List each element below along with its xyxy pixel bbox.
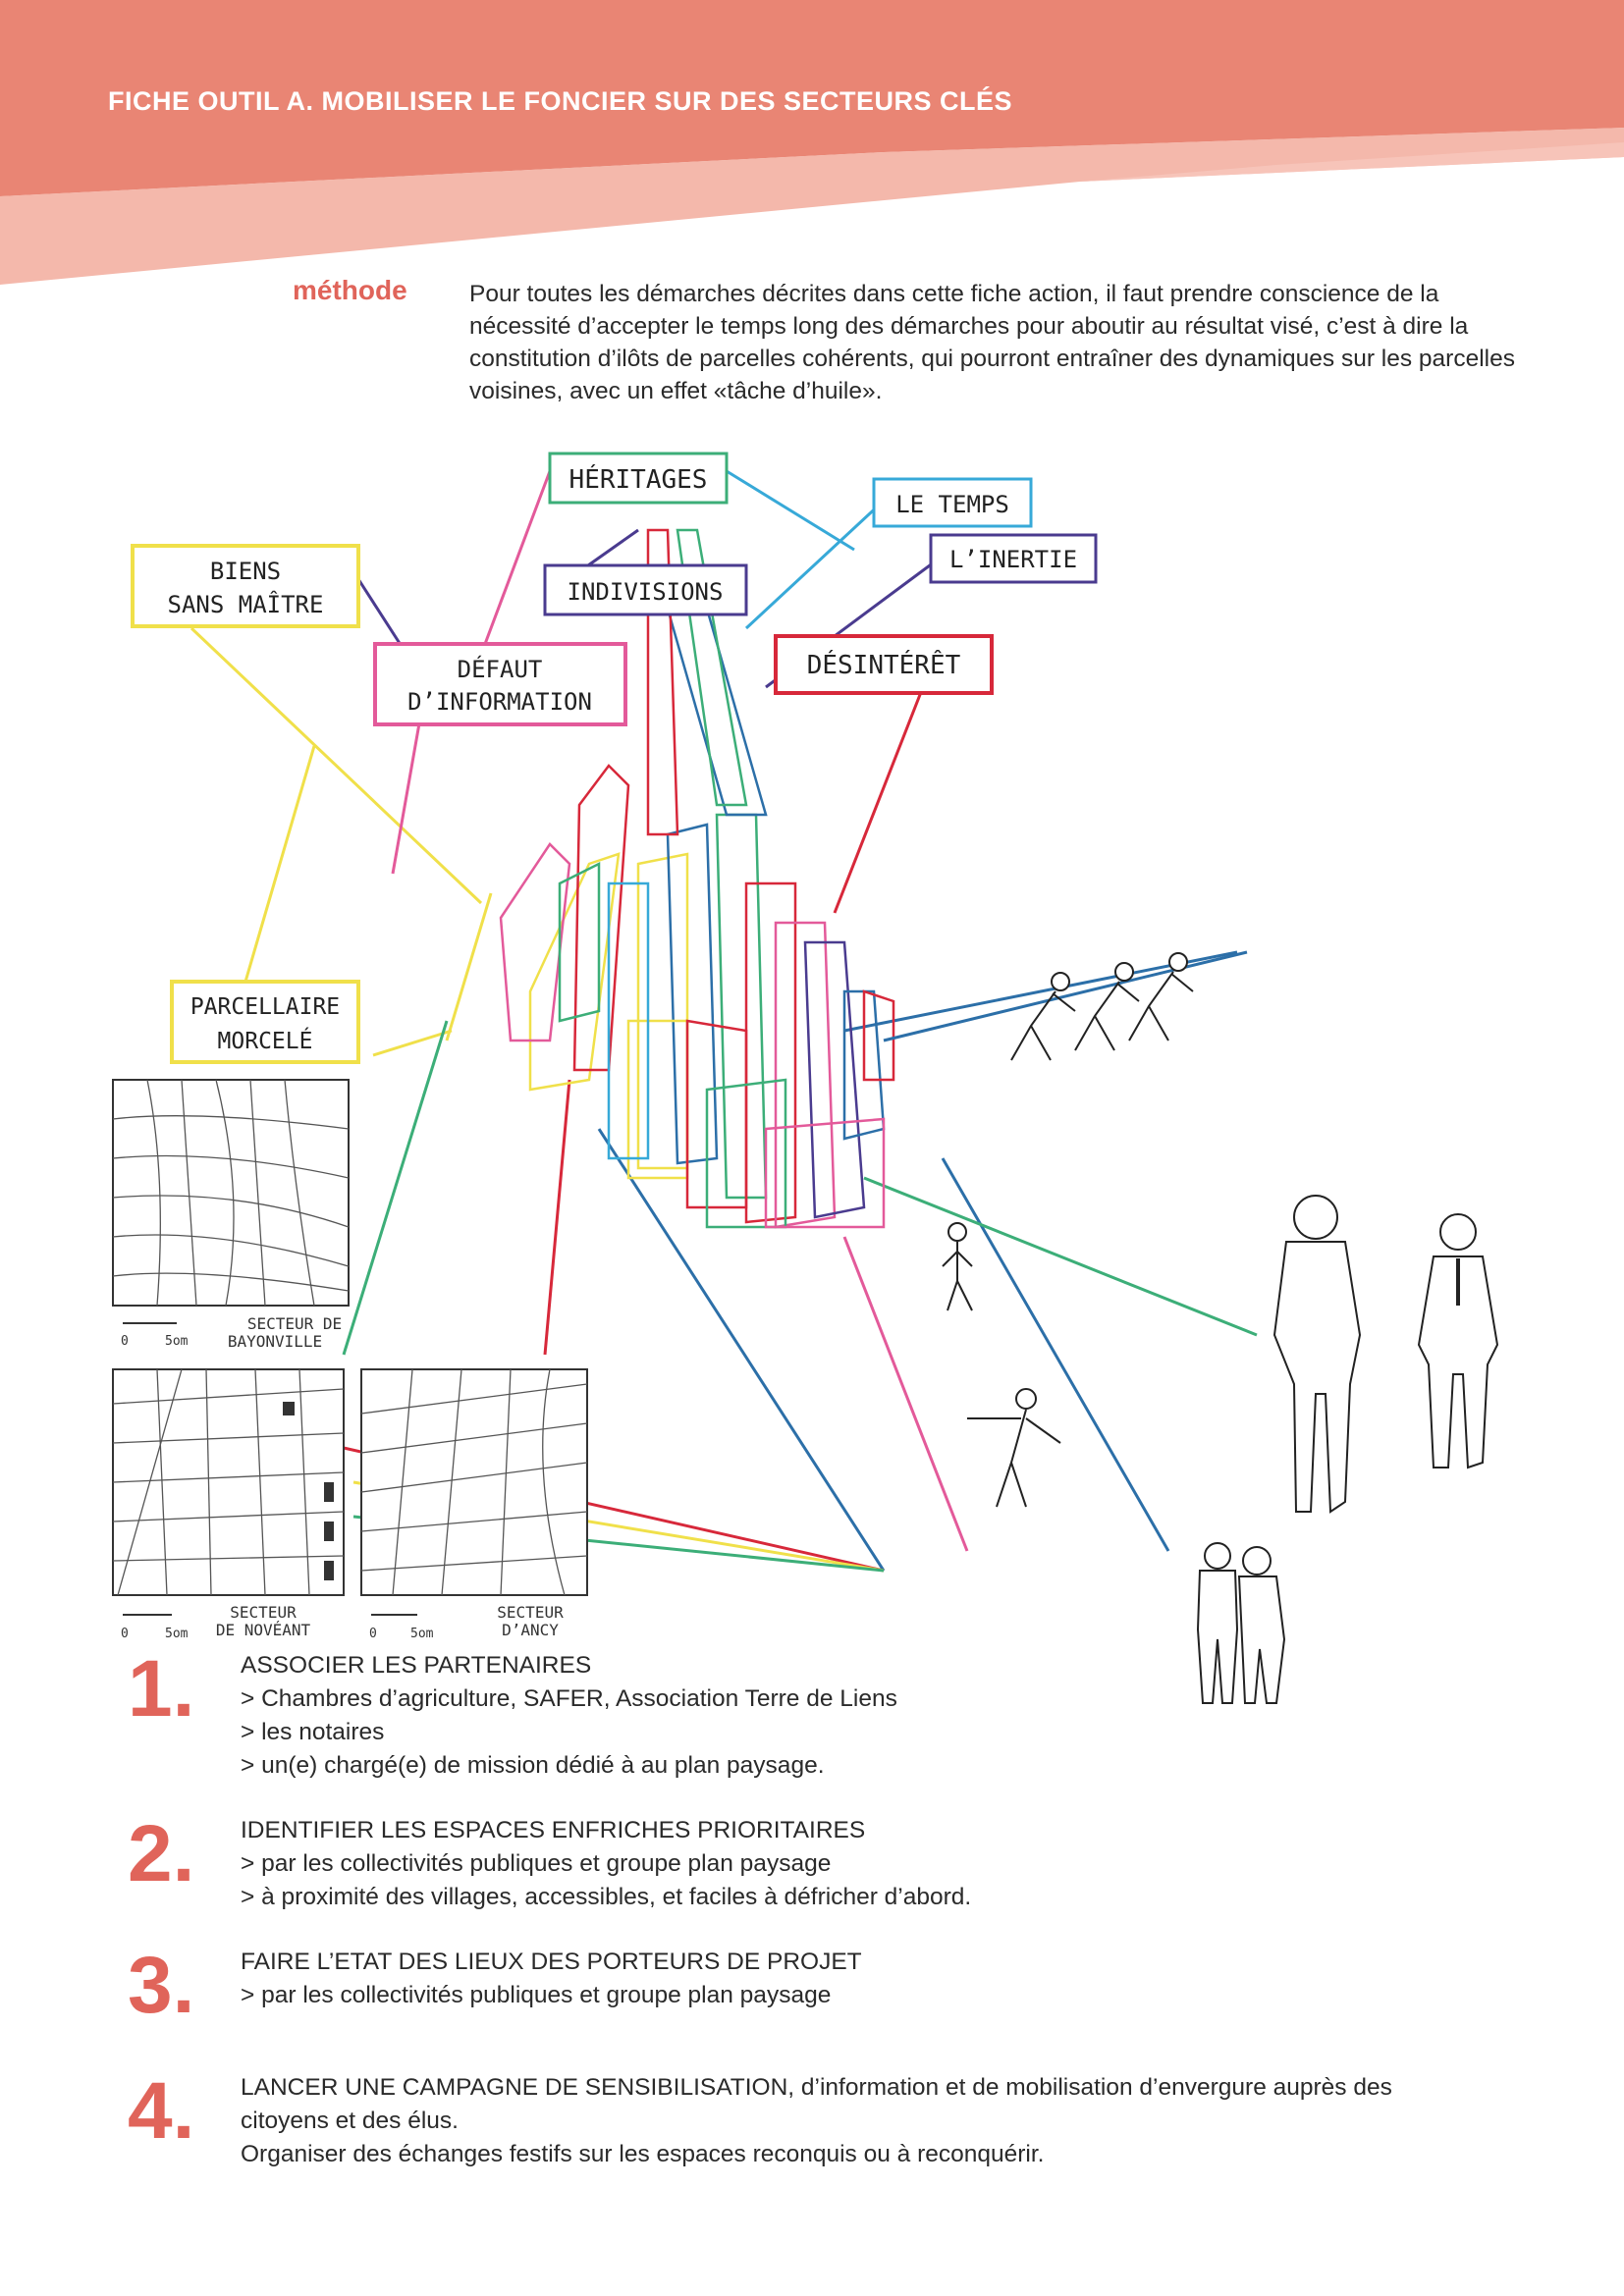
- header-band: [0, 0, 1624, 285]
- step-number: 4.: [128, 2066, 195, 2156]
- map-ancy-scale-zero: 0: [369, 1627, 377, 1641]
- step-number: 2.: [128, 1809, 195, 1898]
- map-noveant-scale-unit: 5om: [165, 1627, 189, 1641]
- connector-line: [863, 1176, 1258, 1337]
- connector-line: [342, 1020, 449, 1356]
- step-line: > Chambres d’agriculture, SAFER, Associa…: [241, 1685, 897, 1712]
- step-4: 4. LANCER UNE CAMPAGNE DE SENSIBILISATIO…: [128, 2071, 1571, 2179]
- connector-line: [244, 745, 316, 983]
- connector-line: [356, 578, 405, 649]
- step-body: LANCER UNE CAMPAGNE DE SENSIBILISATION, …: [241, 2071, 1576, 2171]
- step-number: 3.: [128, 1941, 195, 2030]
- walking-person: [942, 1222, 973, 1311]
- officials-group: [1272, 1195, 1499, 1514]
- connector-line: [842, 1236, 969, 1552]
- label-indivisions-text: INDIVISIONS: [568, 578, 724, 606]
- connector-line: [833, 686, 925, 914]
- label-le-temps: LE TEMPS: [872, 477, 1033, 528]
- step-1: 1. ASSOCIER LES PARTENAIRES > Chambres d…: [128, 1649, 1571, 1796]
- connector-line: [726, 469, 855, 552]
- label-parcellaire-line-2: MORCELÉ: [218, 1027, 313, 1054]
- step-line: > un(e) chargé(e) de mission dédié à au …: [241, 1752, 825, 1779]
- map-noveant-name-1: SECTEUR: [230, 1603, 297, 1622]
- map-ancy-name-2: D’ANCY: [502, 1621, 559, 1639]
- step-line: citoyens et des élus.: [241, 2108, 459, 2134]
- label-desinteret-text: DÉSINTÉRÊT: [807, 649, 961, 680]
- pulling-person: [967, 1388, 1061, 1508]
- map-noveant: 0 5om SECTEUR DE NOVÉANT: [112, 1368, 345, 1641]
- label-inertie-text: L’INERTIE: [949, 546, 1077, 573]
- step-line: Organiser des échanges festifs sur les e…: [241, 2141, 1045, 2167]
- map-bayonville-scale-unit: 5om: [165, 1334, 189, 1349]
- map-bayonville: 0 5om SECTEUR DE BAYONVILLE: [112, 1079, 350, 1351]
- label-biens-sans-maitre: BIENS SANS MAÎTRE: [131, 544, 360, 628]
- map-ancy-scale-unit: 5om: [410, 1627, 434, 1641]
- map-bayonville-name-2: BAYONVILLE: [228, 1332, 322, 1351]
- step-body: ASSOCIER LES PARTENAIRES > Chambres d’ag…: [241, 1649, 1576, 1783]
- label-heritages: HÉRITAGES: [548, 452, 729, 505]
- step-number: 1.: [128, 1644, 195, 1734]
- map-noveant-name-2: DE NOVÉANT: [216, 1621, 311, 1639]
- method-text: Pour toutes les démarches décrites dans …: [469, 281, 1515, 404]
- step-2: 2. IDENTIFIER LES ESPACES ENFRICHES PRIO…: [128, 1814, 1571, 1922]
- connector-line: [372, 1029, 453, 1057]
- step-body: IDENTIFIER LES ESPACES ENFRICHES PRIORIT…: [241, 1814, 1576, 1914]
- step-line: IDENTIFIER LES ESPACES ENFRICHES PRIORIT…: [241, 1817, 866, 1843]
- label-defaut-information: DÉFAUT D’INFORMATION: [373, 642, 627, 726]
- page-title: FICHE OUTIL A. MOBILISER LE FONCIER SUR …: [108, 86, 1013, 116]
- connector-line: [189, 626, 483, 905]
- step-line: > par les collectivités publiques et gro…: [241, 1850, 832, 1877]
- step-3: 3. FAIRE L’ETAT DES LIEUX DES PORTEURS D…: [128, 1941, 1571, 2030]
- label-le-temps-text: LE TEMPS: [895, 491, 1009, 518]
- couple-group: [1196, 1542, 1286, 1704]
- method-label: méthode: [293, 275, 407, 305]
- map-noveant-scale-zero: 0: [121, 1627, 129, 1641]
- step-line: ASSOCIER LES PARTENAIRES: [241, 1652, 592, 1679]
- label-inertie: L’INERTIE: [929, 533, 1098, 584]
- label-parcellaire-line-1: PARCELLAIRE: [190, 994, 340, 1020]
- label-parcellaire-morcele: PARCELLAIRE MORCELÉ: [170, 980, 360, 1064]
- map-bayonville-scale-zero: 0: [121, 1334, 129, 1349]
- connector-line: [445, 892, 493, 1041]
- step-line: > à proximité des villages, accessibles,…: [241, 1884, 972, 1910]
- map-ancy-name-1: SECTEUR: [497, 1603, 564, 1622]
- map-bayonville-name-1: SECTEUR DE: [247, 1314, 342, 1333]
- step-body: FAIRE L’ETAT DES LIEUX DES PORTEURS DE P…: [241, 1946, 1576, 2012]
- step-line: FAIRE L’ETAT DES LIEUX DES PORTEURS DE P…: [241, 1949, 862, 1975]
- label-defaut-line-1: DÉFAUT: [458, 655, 543, 683]
- illustration: HÉRITAGES LE TEMPS L’INERTIE BIENS SANS …: [112, 452, 1499, 1704]
- step-line: > par les collectivités publiques et gro…: [241, 1982, 832, 2008]
- people-pulling-rope: [883, 950, 1248, 1061]
- step-line: > les notaires: [241, 1719, 385, 1745]
- step-line: LANCER UNE CAMPAGNE DE SENSIBILISATION, …: [241, 2074, 1392, 2101]
- connector-line: [941, 1157, 1170, 1552]
- label-biens-line-2: SANS MAÎTRE: [168, 590, 324, 618]
- map-ancy: 0 5om SECTEUR D’ANCY: [360, 1368, 588, 1641]
- label-desinteret: DÉSINTÉRÊT: [774, 634, 994, 695]
- label-biens-line-1: BIENS: [210, 558, 281, 585]
- label-heritages-text: HÉRITAGES: [569, 463, 708, 495]
- label-indivisions: INDIVISIONS: [543, 563, 748, 616]
- label-defaut-line-2: D’INFORMATION: [407, 688, 592, 716]
- connector-line: [744, 499, 886, 630]
- connector-line: [543, 1079, 571, 1356]
- connector-line: [597, 1128, 886, 1572]
- connector-line: [391, 706, 424, 875]
